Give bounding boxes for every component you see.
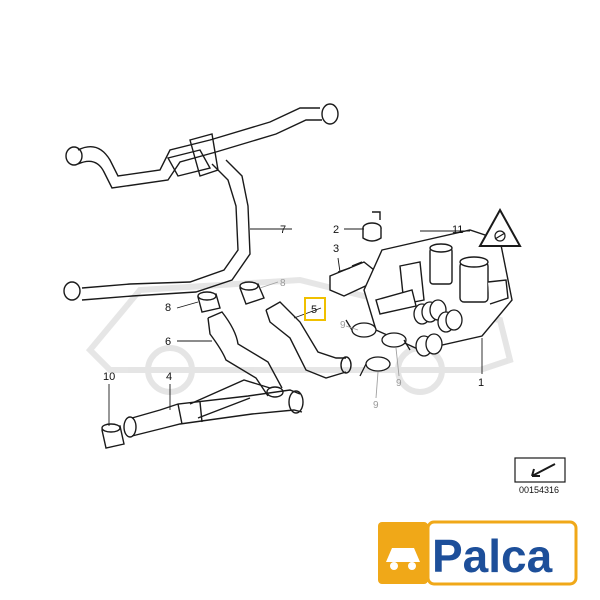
valve-assembly-1: [363, 229, 513, 351]
callout-1: 1: [478, 377, 484, 389]
brand-logo: Palca: [378, 520, 578, 586]
callout-8: 8: [165, 302, 171, 314]
callout-4: 4: [166, 371, 172, 383]
gray-leader-lines: [259, 281, 400, 399]
hose-pipe-7: [63, 103, 339, 301]
leader-lines: [108, 228, 483, 426]
hose-6: [207, 311, 284, 398]
ring-10: [101, 423, 125, 449]
warning-triangle-icon: [478, 207, 522, 247]
callout-5: 5: [311, 304, 317, 316]
logo-text: Palca: [432, 530, 553, 582]
callout-10: 10: [103, 371, 115, 383]
sublabel-9c: 9: [373, 400, 379, 411]
callout-3: 3: [333, 243, 339, 255]
corner-arrow-icon: [514, 457, 566, 483]
part-code: 00154316: [519, 485, 559, 495]
sublabel-9a: 9: [340, 320, 346, 331]
hose-clamps-9: [345, 319, 411, 377]
sublabel-9b: 9: [396, 378, 402, 389]
highlight-box-5: [304, 297, 326, 321]
hose-5: [265, 301, 352, 379]
sleeve-8b: [239, 281, 265, 305]
callout-2: 2: [333, 224, 339, 236]
valve-nozzles: [413, 299, 463, 357]
callout-11: 11: [452, 224, 463, 236]
callout-6: 6: [165, 336, 171, 348]
sleeve-8: [197, 291, 221, 313]
grommet-2: [362, 211, 382, 242]
sublabel-8b: 8: [280, 278, 286, 289]
callout-7: 7: [280, 224, 286, 236]
hose-pipe-4: [123, 379, 304, 438]
